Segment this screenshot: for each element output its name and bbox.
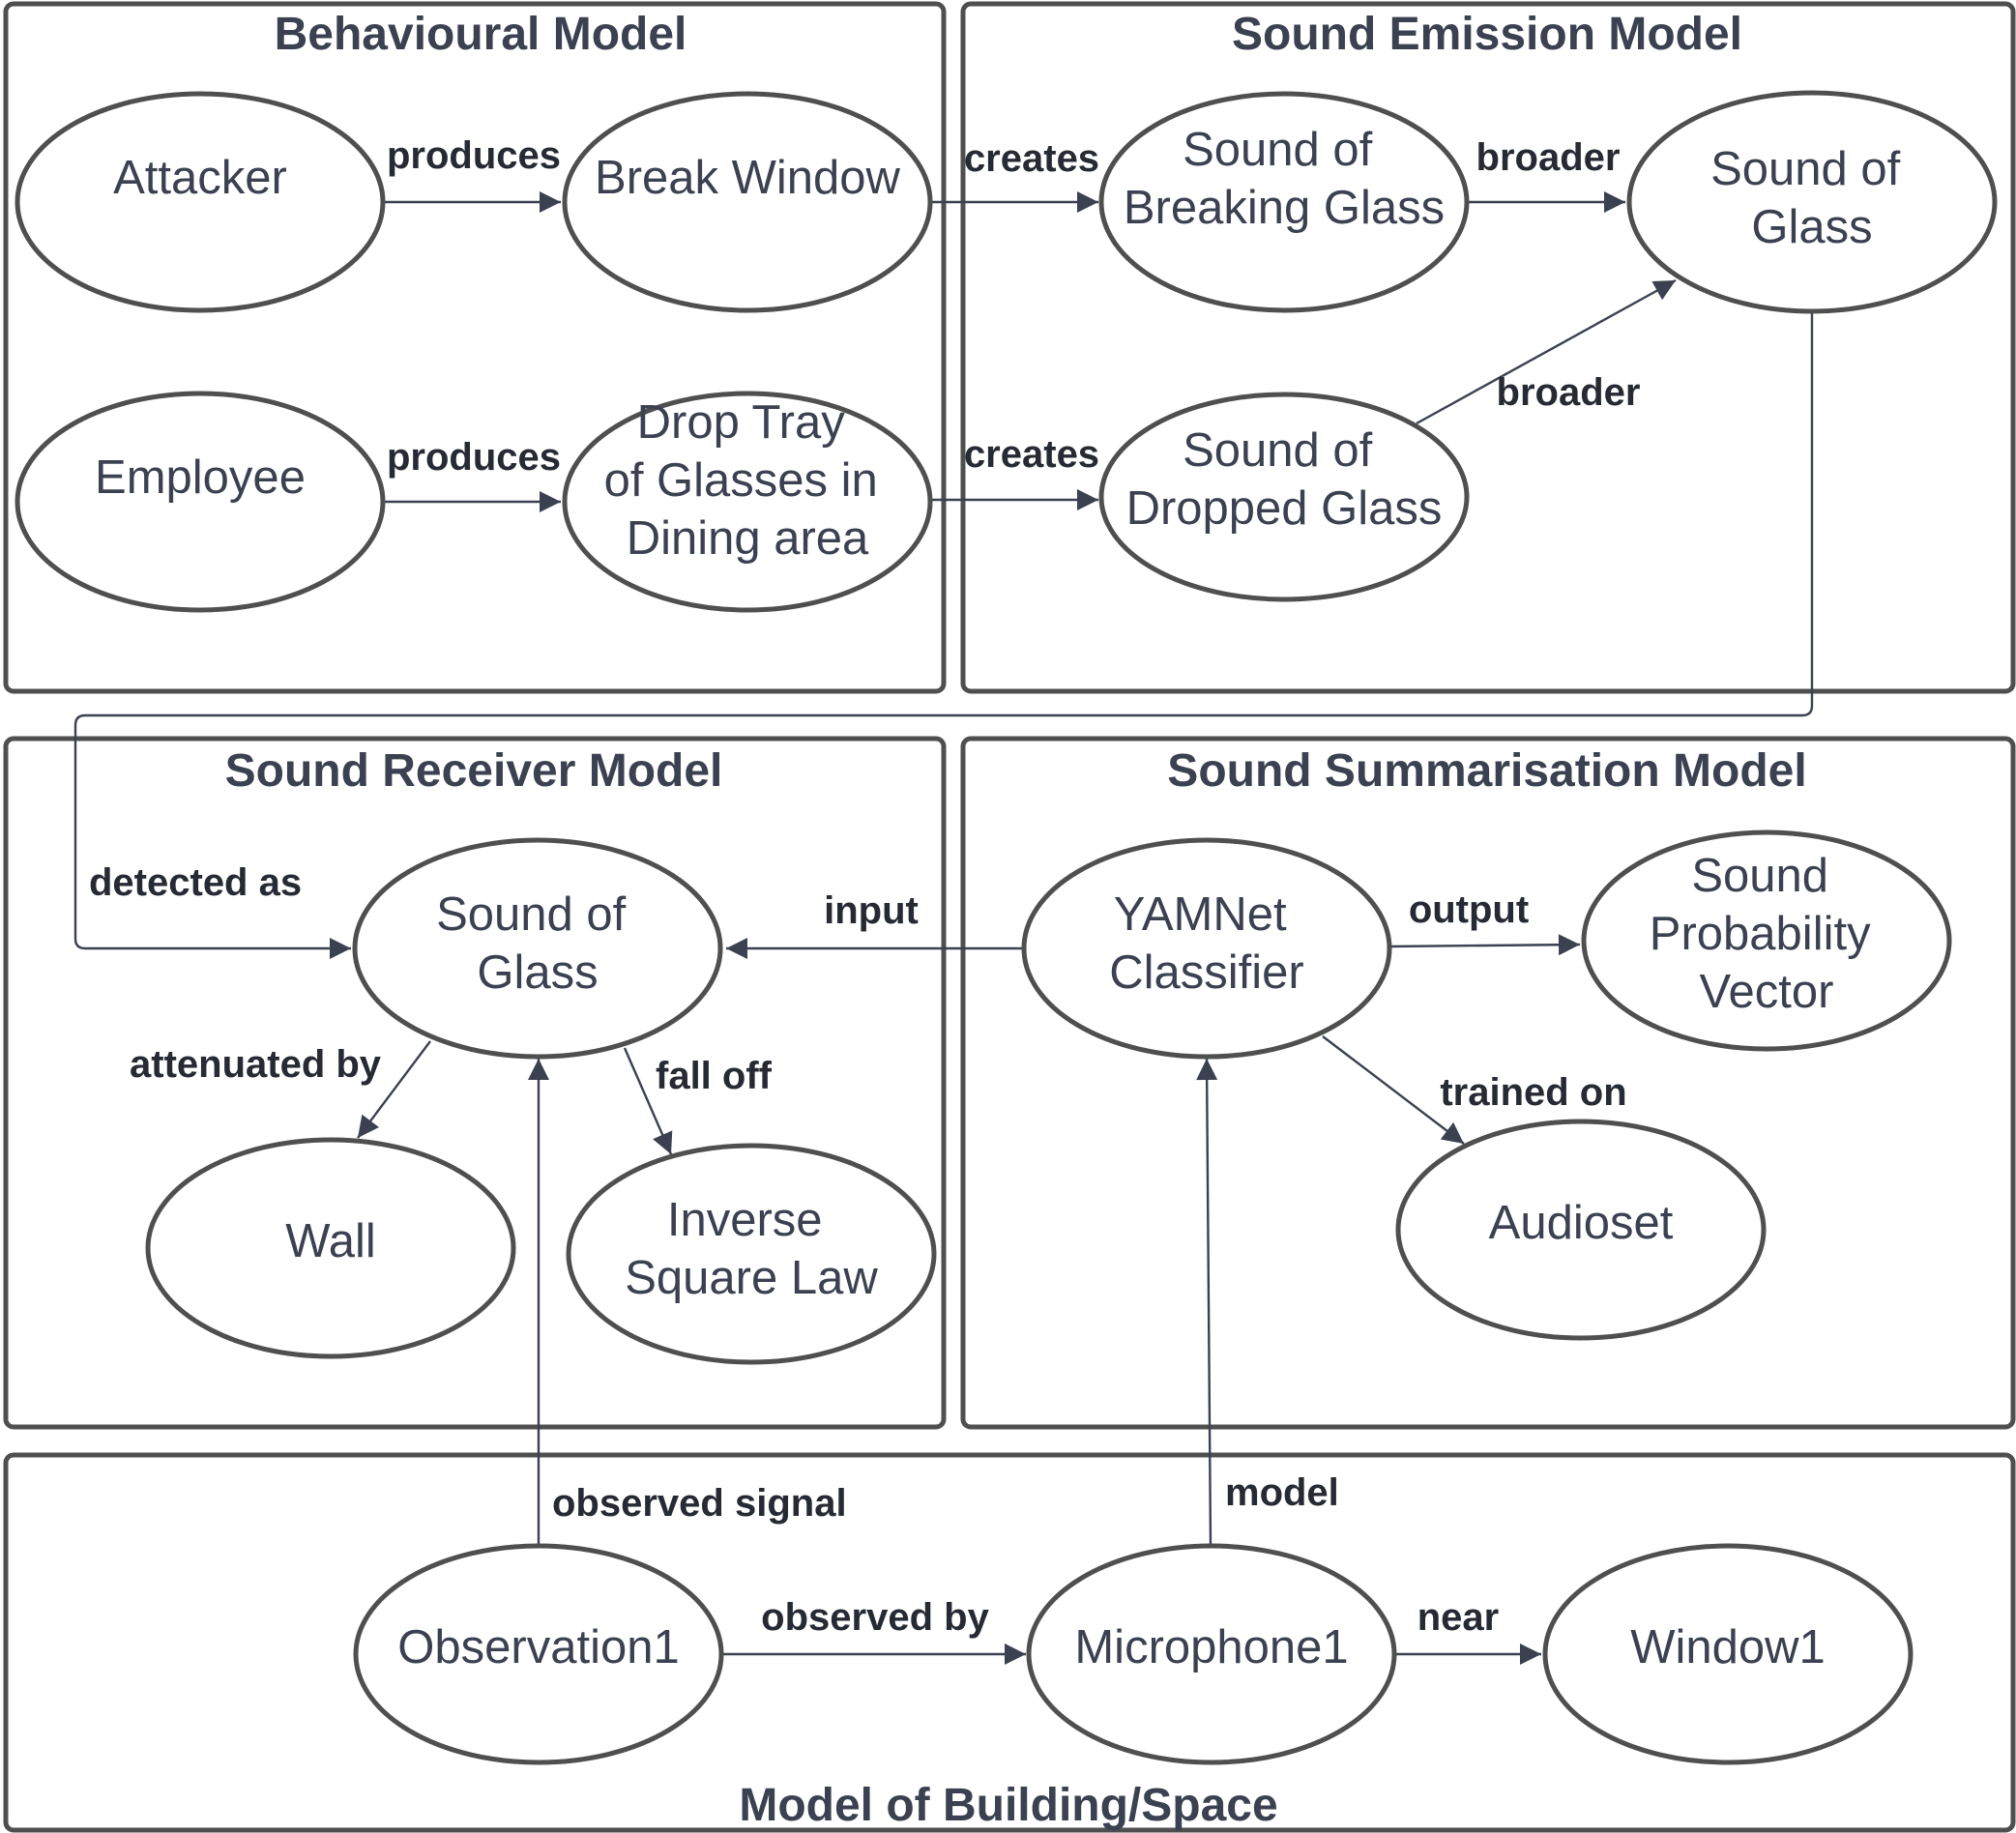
edge-yamnet-output xyxy=(1388,934,1581,956)
node-sound-of-glass-emission-label: Sound of Glass xyxy=(1710,143,1914,253)
edge-label-observed-signal: observed signal xyxy=(552,1482,847,1525)
panel-title-behavioural: Behavioural Model xyxy=(275,9,687,60)
node-observation1: Observation1 xyxy=(353,1543,724,1765)
node-window1-label: Window1 xyxy=(1630,1621,1826,1673)
node-break-window: Break Window xyxy=(562,91,933,313)
node-sound-of-glass-emission: Sound of Glass xyxy=(1626,90,1998,314)
node-yamnet-classifier: YAMNet Classifier xyxy=(1021,837,1392,1060)
panel-sound-receiver-model: Sound Receiver Model xyxy=(3,736,947,1430)
edge-labels: produces produces creates creates broade… xyxy=(89,134,1640,1639)
edge-label-break-creates: creates xyxy=(964,137,1099,180)
node-sound-of-dropped-glass-label: Sound of Dropped Glass xyxy=(1126,424,1443,535)
node-microphone1-label: Microphone1 xyxy=(1074,1621,1348,1673)
panel-title-emission: Sound Emission Model xyxy=(1232,9,1742,60)
node-drop-tray-label: Drop Tray of Glasses in Dining area xyxy=(604,396,891,565)
edge-label-breaking-broader: broader xyxy=(1476,136,1621,179)
node-yamnet-classifier-label: YAMNet Classifier xyxy=(1109,888,1303,999)
node-sound-probability-vector-label: Sound Probability Vector xyxy=(1650,850,1884,1018)
node-audioset: Audioset xyxy=(1395,1119,1767,1341)
node-wall: Wall xyxy=(145,1137,516,1359)
node-inverse-square-law-label: Inverse Square Law xyxy=(625,1194,878,1304)
edge-label-drop-creates: creates xyxy=(964,433,1099,476)
panel-sound-emission-model: Sound Emission Model xyxy=(960,1,2016,694)
node-wall-label: Wall xyxy=(285,1215,375,1267)
panel-behavioural-model: Behavioural Model xyxy=(3,1,947,694)
edge-detected-as xyxy=(73,311,1814,959)
edge-attenuated-by xyxy=(357,1040,431,1139)
node-microphone1: Microphone1 xyxy=(1026,1543,1397,1765)
edge-label-attenuated-by: attenuated by xyxy=(130,1043,382,1086)
edge-label-fall-off: fall off xyxy=(656,1055,773,1097)
node-sound-of-glass-receiver-label: Sound of Glass xyxy=(436,888,639,999)
node-observation1-label: Observation1 xyxy=(397,1621,679,1673)
edge-label-dropped-broader: broader xyxy=(1497,371,1641,414)
node-break-window-label: Break Window xyxy=(595,152,901,204)
edge-fall-off xyxy=(623,1047,673,1155)
edge-label-yamnet-input: input xyxy=(824,889,919,932)
node-sound-of-glass-receiver: Sound of Glass xyxy=(352,837,723,1060)
node-audioset-label: Audioset xyxy=(1489,1197,1674,1249)
panel-title-building: Model of Building/Space xyxy=(739,1780,1277,1831)
node-drop-tray: Drop Tray of Glasses in Dining area xyxy=(562,391,933,613)
edge-label-near: near xyxy=(1417,1596,1500,1639)
panel-sound-summarisation-model: Sound Summarisation Model xyxy=(960,736,2016,1430)
edge-label-observed-by: observed by xyxy=(761,1596,989,1639)
node-employee: Employee xyxy=(15,391,386,613)
edge-label-employee-produces: produces xyxy=(387,436,561,479)
node-sound-of-dropped-glass: Sound of Dropped Glass xyxy=(1098,392,1470,602)
node-inverse-square-law: Inverse Square Law xyxy=(566,1143,937,1365)
edge-label-model: model xyxy=(1225,1471,1339,1514)
node-attacker: Attacker xyxy=(15,91,386,313)
panel-title-receiver: Sound Receiver Model xyxy=(225,745,723,797)
panel-building-space-model: Model of Building/Space xyxy=(3,1452,2016,1833)
node-window1: Window1 xyxy=(1542,1543,1914,1765)
node-sound-probability-vector: Sound Probability Vector xyxy=(1581,829,1952,1052)
edges xyxy=(73,191,1814,1665)
edge-trained-on xyxy=(1322,1035,1465,1145)
edge-model xyxy=(1196,1058,1218,1547)
node-sound-of-breaking-glass: Sound of Breaking Glass xyxy=(1098,91,1470,313)
node-employee-label: Employee xyxy=(95,451,306,504)
panel-title-summarisation: Sound Summarisation Model xyxy=(1167,745,1806,797)
edge-label-yamnet-output: output xyxy=(1409,888,1529,931)
edge-label-attacker-produces: produces xyxy=(387,134,561,177)
node-sound-of-breaking-glass-label: Sound of Breaking Glass xyxy=(1124,124,1445,234)
edge-label-trained-on: trained on xyxy=(1440,1071,1626,1114)
edge-label-detected-as: detected as xyxy=(89,861,302,904)
edge-dropped-broader xyxy=(1416,278,1677,425)
node-attacker-label: Attacker xyxy=(113,152,287,204)
